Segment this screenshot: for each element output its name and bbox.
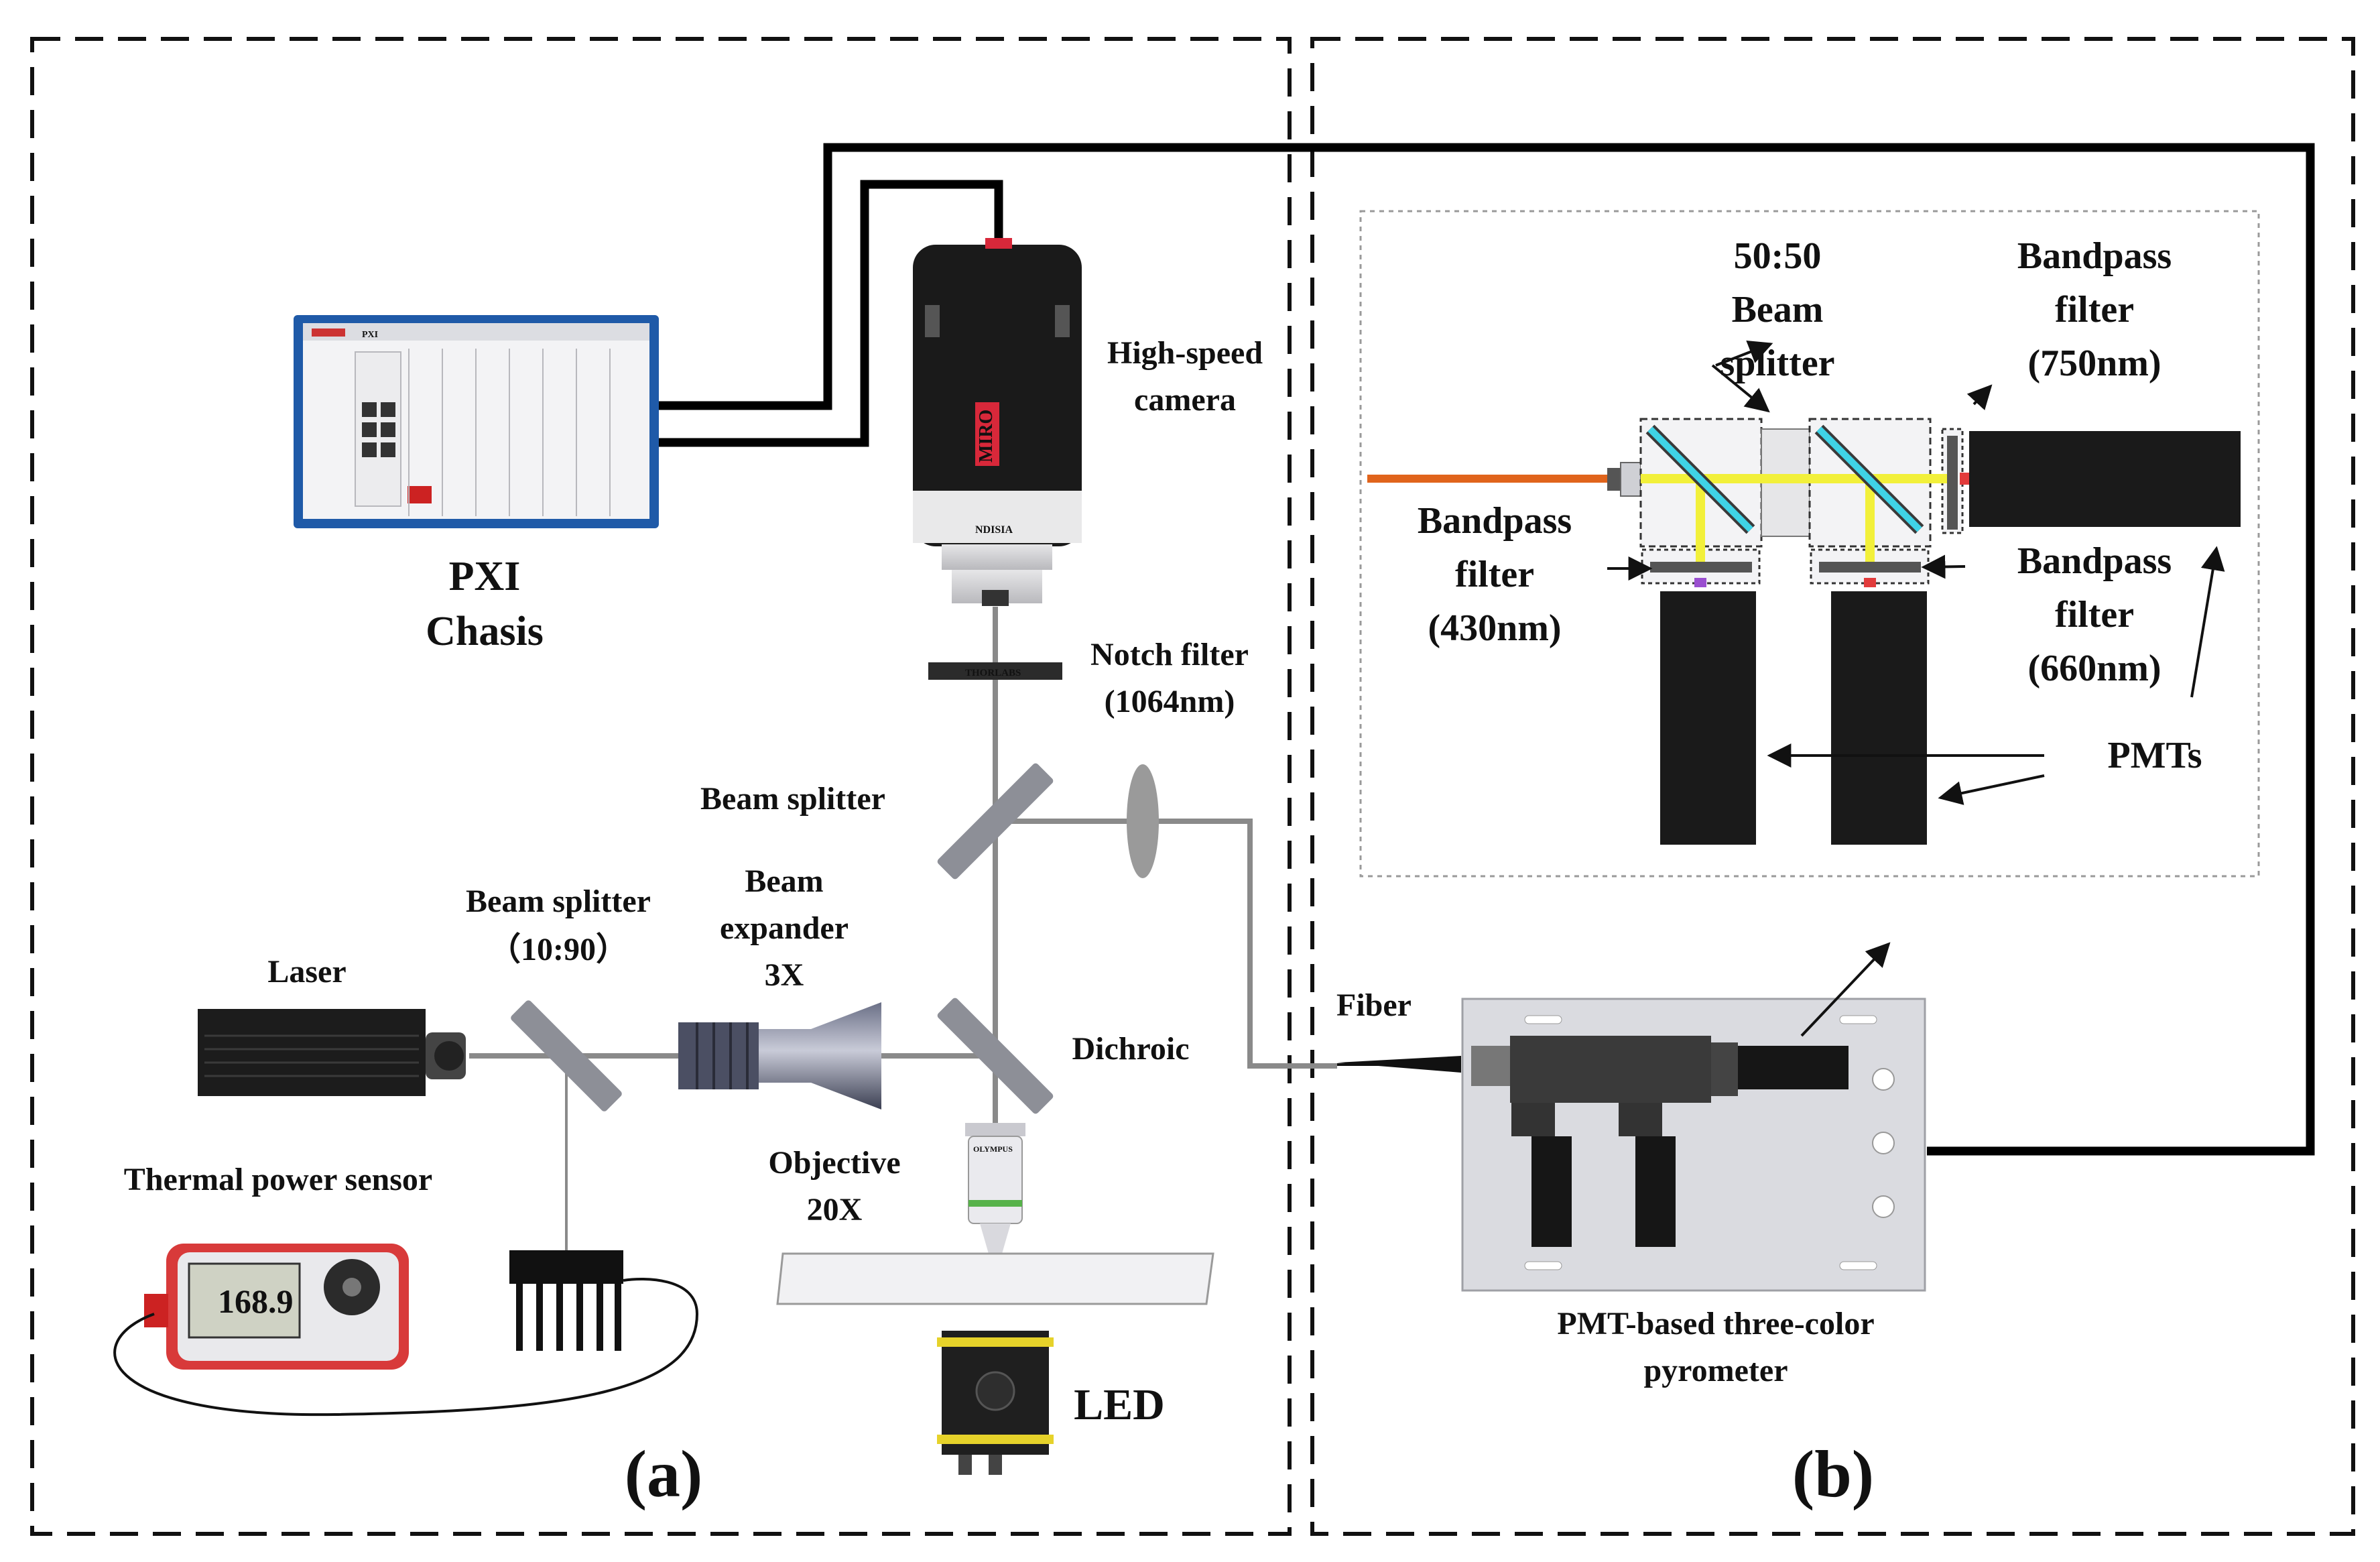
label-expander-1: Beam bbox=[745, 863, 823, 899]
label-beam-splitter: Beam splitter bbox=[700, 781, 885, 817]
thermal-power-meter: 168.9 bbox=[144, 1244, 409, 1370]
label-bp430-1: Bandpass bbox=[1418, 500, 1572, 542]
objective-brand: OLYMPUS bbox=[973, 1144, 1013, 1154]
label-pmts: PMTs bbox=[2107, 735, 2202, 776]
chassis-brand: PXI bbox=[362, 330, 378, 340]
pyrometer-inset-frame bbox=[1359, 210, 2260, 878]
label-bp750-1: Bandpass bbox=[2017, 235, 2172, 277]
label-laser: Laser bbox=[267, 954, 346, 989]
camera-brand: MIRO bbox=[976, 410, 997, 463]
label-dichroic: Dichroic bbox=[1072, 1031, 1189, 1067]
label-thermal-sensor: Thermal power sensor bbox=[124, 1162, 432, 1197]
label-camera-2: camera bbox=[1134, 382, 1236, 418]
label-objective-1: Objective bbox=[768, 1145, 900, 1181]
laser-source bbox=[198, 1009, 466, 1096]
beam-splitter-1090 bbox=[511, 1000, 622, 1112]
label-bs1090-2: （10:90） bbox=[489, 932, 628, 967]
pmt-pyrometer bbox=[1461, 998, 1926, 1292]
glass-slide bbox=[776, 1252, 1214, 1305]
beam-expander bbox=[678, 1002, 881, 1109]
panel-b-frame bbox=[1310, 37, 2355, 1536]
signal-cables bbox=[653, 143, 2315, 1156]
label-bp660-1: Bandpass bbox=[2017, 540, 2172, 582]
label-led: LED bbox=[1074, 1380, 1165, 1429]
label-fiber: Fiber bbox=[1336, 987, 1412, 1023]
label-pyrometer-2: pyrometer bbox=[1643, 1353, 1788, 1388]
label-bs5050-1: 50:50 bbox=[1734, 235, 1822, 277]
label-pxi-2: Chasis bbox=[426, 609, 544, 654]
panel-label-a: (a) bbox=[625, 1437, 703, 1511]
thermal-sensor-head bbox=[509, 1250, 623, 1351]
led-illuminator bbox=[937, 1331, 1054, 1475]
label-notch-2: (1064nm) bbox=[1105, 684, 1235, 719]
notch-filter: THORLABS bbox=[928, 662, 1062, 680]
label-bp750-3: (750nm) bbox=[2027, 343, 2161, 384]
label-bs5050-2: Beam bbox=[1732, 289, 1824, 331]
notch-maker: THORLABS bbox=[965, 668, 1021, 678]
pxi-chassis: PXI bbox=[294, 315, 659, 528]
label-bs5050-3: splitter bbox=[1720, 343, 1834, 384]
beam-splitter-upper bbox=[937, 763, 1054, 880]
sensor-cable bbox=[113, 1277, 699, 1417]
label-bp430-2: filter bbox=[1455, 554, 1534, 595]
label-pyrometer-1: PMT-based three-color bbox=[1557, 1306, 1874, 1341]
label-bs1090-1: Beam splitter bbox=[466, 884, 651, 919]
label-objective-2: 20X bbox=[807, 1192, 863, 1227]
label-bp660-2: filter bbox=[2055, 594, 2134, 636]
panel-a-frame bbox=[30, 37, 1292, 1536]
label-camera-1: High-speed bbox=[1107, 335, 1263, 371]
objective-20x: OLYMPUS bbox=[965, 1123, 1025, 1267]
label-pxi-1: PXI bbox=[449, 554, 521, 599]
dichroic-mirror bbox=[937, 998, 1054, 1114]
panel-label-b: (b) bbox=[1792, 1437, 1874, 1511]
pyrometer-inset bbox=[1367, 418, 2241, 845]
label-expander-3: 3X bbox=[765, 957, 804, 993]
label-notch-1: Notch filter bbox=[1090, 637, 1249, 672]
callout-arrows bbox=[1607, 341, 2225, 1037]
label-bp750-2: filter bbox=[2055, 289, 2134, 331]
label-expander-2: expander bbox=[720, 910, 849, 946]
camera-maker: NDISIA bbox=[975, 524, 1013, 536]
power-reading: 168.9 bbox=[218, 1282, 294, 1320]
focusing-lens bbox=[1127, 764, 1159, 878]
high-speed-camera: MIRO NDISIA bbox=[913, 238, 1082, 606]
label-bp430-3: (430nm) bbox=[1428, 607, 1561, 649]
label-bp660-3: (660nm) bbox=[2027, 648, 2161, 689]
text-labels: PXI Chasis High-speed camera Notch filte… bbox=[124, 235, 2202, 1511]
